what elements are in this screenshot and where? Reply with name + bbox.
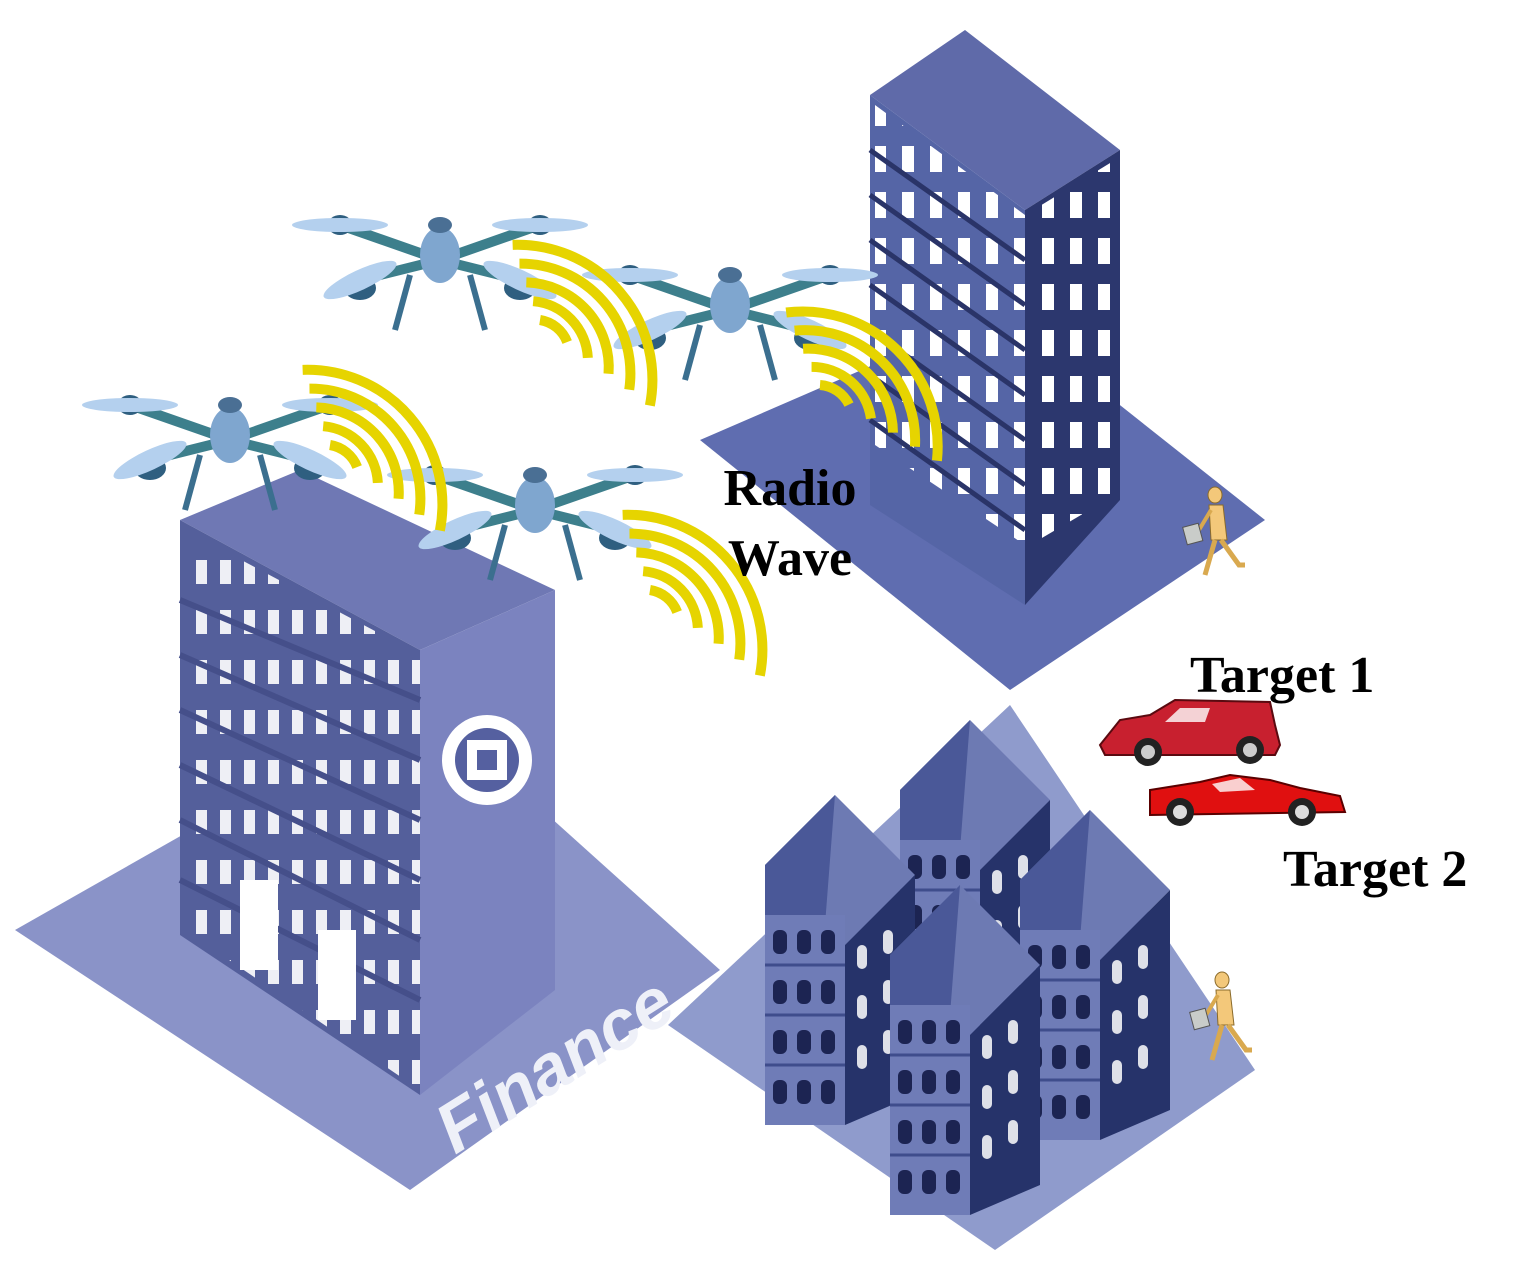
target2-label: Target 2 [1283,841,1467,898]
radio-wave-label: Radio [724,460,857,517]
target1-car-icon [1098,698,1282,766]
radio-wave-label: Wave [728,530,852,587]
office-tower [868,30,1120,605]
target2-car-icon [1149,773,1347,826]
drone-icon [292,215,588,330]
bank-logo [442,715,532,805]
finance-building [178,470,555,1095]
target1-label: Target 1 [1190,647,1374,704]
